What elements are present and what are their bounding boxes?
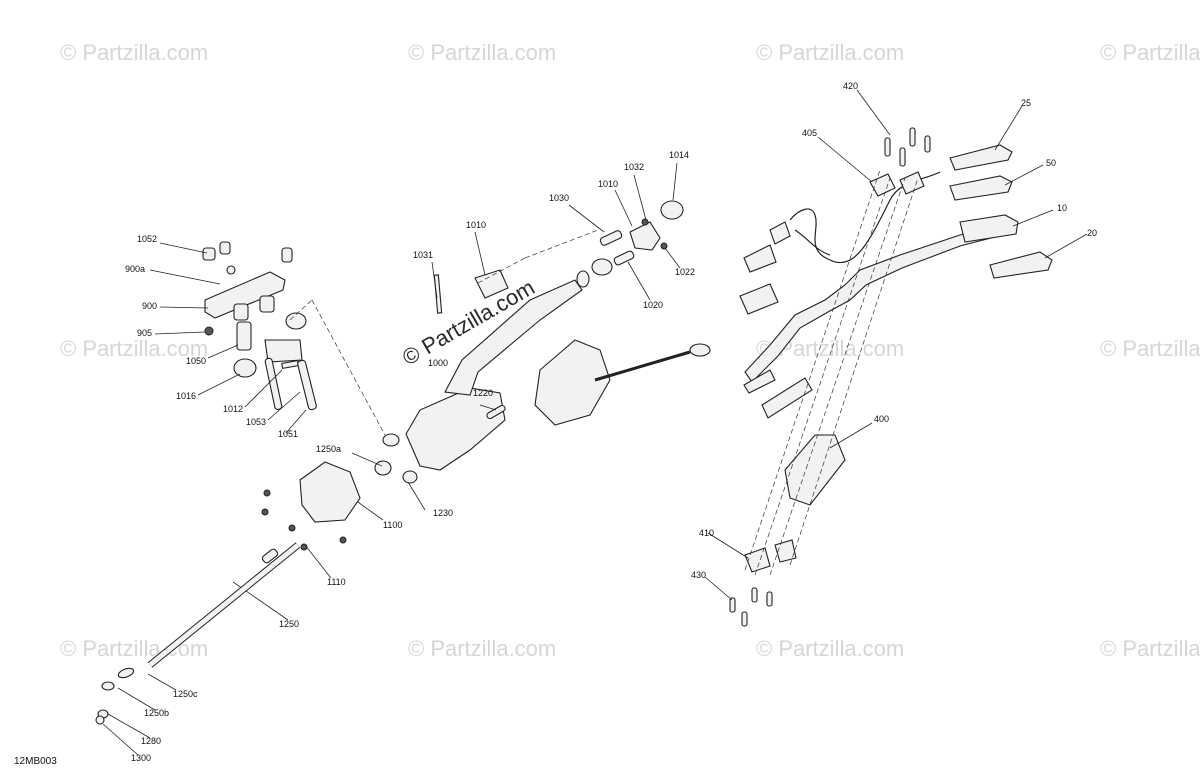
callout-label: 1010 <box>466 220 486 230</box>
callout-label: 1110 <box>327 577 346 587</box>
callout-label: 20 <box>1087 228 1097 238</box>
callout-label: 1100 <box>383 520 402 530</box>
callout-label: 1250a <box>316 444 341 454</box>
callout-label: 1020 <box>643 300 663 310</box>
callout-label: 1014 <box>669 150 689 160</box>
callout-label: 1250 <box>279 619 299 629</box>
leaders-left <box>149 242 307 434</box>
callout-label: 405 <box>802 128 817 138</box>
watermark: © Partzilla.com <box>1100 40 1200 65</box>
callout-label: 430 <box>691 570 706 580</box>
callout-label: 1280 <box>141 736 161 746</box>
callout-label: 1051 <box>278 429 298 439</box>
clamp-assembly <box>202 241 386 436</box>
callout-label: 1250c <box>173 689 198 699</box>
callout-label: 50 <box>1046 158 1056 168</box>
diagram-code: 12MB003 <box>14 756 57 767</box>
steering-column-lower <box>95 461 361 756</box>
callout-label: 1012 <box>223 404 243 414</box>
callout-label: 1052 <box>137 234 157 244</box>
handlebar-assembly <box>704 89 1088 627</box>
callout-label: 900 <box>142 301 157 311</box>
watermark: © Partzilla.com <box>408 636 556 661</box>
callout-label: 10 <box>1057 203 1067 213</box>
watermark: © Partzilla.com <box>756 40 904 65</box>
callout-label: 1230 <box>433 508 453 518</box>
callout-label: 1053 <box>246 417 266 427</box>
callout-label: 1016 <box>176 391 196 401</box>
callout-label: 410 <box>699 528 714 538</box>
callout-label: 1220 <box>473 388 493 398</box>
watermark: © Partzilla.com <box>1100 636 1200 661</box>
callout-labels: 1052 900a 900 905 1050 1016 1012 1053 10… <box>125 81 1097 763</box>
watermark: © Partzilla.com <box>60 336 208 361</box>
callout-label: 1250b <box>144 708 169 718</box>
watermark: © Partzilla.com <box>60 40 208 65</box>
callout-label: 1031 <box>413 250 433 260</box>
watermark: © Partzilla.com <box>756 636 904 661</box>
tie-rod-assembly <box>534 339 711 426</box>
callout-label: 1022 <box>675 267 695 277</box>
leaders-center <box>232 162 681 621</box>
watermark: © Partzilla.com <box>408 40 556 65</box>
callout-label: 900a <box>125 264 145 274</box>
watermark-layer: © Partzilla.com © Partzilla.com © Partzi… <box>60 40 1200 661</box>
callout-label: 1010 <box>598 179 618 189</box>
callout-label: 1050 <box>186 356 206 366</box>
callout-label: 1000 <box>428 358 448 368</box>
callout-label: 25 <box>1021 98 1031 108</box>
callout-label: 1030 <box>549 193 569 203</box>
steering-arm-assembly <box>374 200 684 484</box>
callout-label: 905 <box>137 328 152 338</box>
callout-label: 1300 <box>131 753 151 763</box>
callout-label: 1032 <box>624 162 644 172</box>
callout-label: 420 <box>843 81 858 91</box>
watermark: © Partzilla.com <box>1100 336 1200 361</box>
callout-label: 400 <box>874 414 889 424</box>
